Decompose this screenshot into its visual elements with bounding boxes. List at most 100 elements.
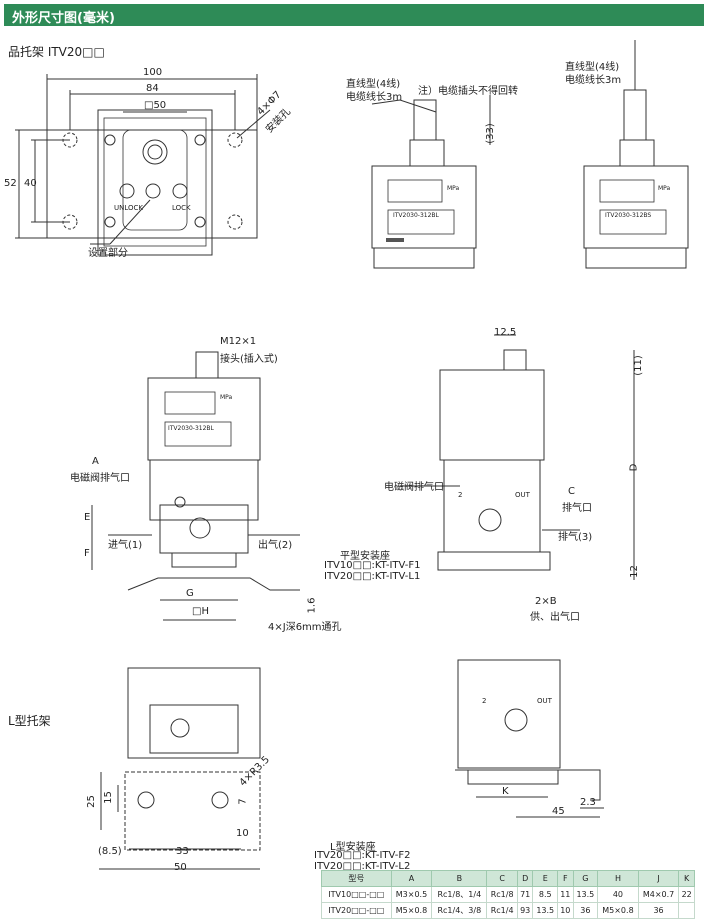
dim-12: 12 bbox=[628, 565, 640, 578]
unit-side bbox=[439, 369, 545, 461]
th-j: J bbox=[637, 870, 680, 887]
solenoid-exhaust-label: 电磁阀排气口 bbox=[384, 482, 444, 493]
th-e: E bbox=[532, 870, 559, 887]
dim-h: □H bbox=[192, 606, 209, 617]
table-cell: Rc1/8、1/4 bbox=[431, 886, 488, 903]
dim-e: E bbox=[84, 512, 91, 523]
table-cell: ITV20□□-□□ bbox=[321, 902, 392, 919]
straight-type-1: 直线型(4线) bbox=[346, 79, 401, 90]
table-cell bbox=[678, 902, 695, 919]
dim-40: 40 bbox=[24, 178, 37, 189]
port-b-text: 供、出气口 bbox=[530, 612, 580, 623]
inlet-label: 进气(1) bbox=[108, 540, 143, 551]
header-bar: 外形尺寸图(毫米) bbox=[4, 4, 704, 26]
dim-10: 10 bbox=[236, 828, 249, 839]
connector-label: 接头(插入式) bbox=[220, 354, 278, 365]
mpa-3: MPa bbox=[220, 394, 233, 401]
port-a-text: 电磁阀排气口 bbox=[70, 473, 130, 484]
dimension-table: 型号 A B C D E F G H J K ITV10□□-□□ M3×0.5… bbox=[321, 870, 695, 919]
port-out-l: OUT bbox=[537, 697, 552, 705]
lock-label: LOCK bbox=[172, 204, 191, 212]
th-f: F bbox=[557, 870, 574, 887]
table-cell: 13.5 bbox=[572, 886, 599, 903]
th-d: D bbox=[516, 870, 534, 887]
dim-100: 100 bbox=[143, 67, 163, 78]
dim-45: 45 bbox=[552, 806, 565, 817]
l-mount-model-2: ITV20□□:KT-ITV-L2 bbox=[314, 861, 411, 872]
table-cell: Rc1/4 bbox=[486, 902, 518, 919]
dim-k: K bbox=[502, 786, 509, 797]
table-cell: 8.5 bbox=[532, 886, 559, 903]
dim-7: 7 bbox=[237, 798, 249, 805]
dim-50b: 50 bbox=[174, 862, 187, 873]
cable-length-1: 电缆线长3m bbox=[346, 92, 403, 103]
flat-mount-model-1: ITV10□□:KT-ITV-F1 bbox=[324, 560, 421, 571]
table-row: ITV20□□-□□ M5×0.8 Rc1/4、3/8 Rc1/4 93 13.… bbox=[321, 902, 695, 919]
model-3: ITV2030-312BL bbox=[168, 425, 214, 432]
table-cell: ITV10□□-□□ bbox=[321, 886, 392, 903]
th-a: A bbox=[390, 870, 433, 887]
port-2-side: 2 bbox=[458, 491, 463, 499]
unlock-label: UNLOCK bbox=[114, 204, 143, 212]
port-c-text: 排气口 bbox=[562, 503, 592, 514]
body-outline bbox=[97, 109, 213, 256]
dim-11: (11) bbox=[632, 355, 644, 376]
table-cell: 71 bbox=[516, 886, 534, 903]
table-cell: 10 bbox=[557, 902, 574, 919]
l-mount-model-1: ITV20□□:KT-ITV-F2 bbox=[314, 850, 411, 861]
table-cell: M3×0.5 bbox=[390, 886, 433, 903]
mpa-1: MPa bbox=[447, 185, 460, 192]
model-2: ITV2030-312BS bbox=[605, 212, 652, 219]
th-model: 型号 bbox=[321, 870, 392, 887]
dim-25: 25 bbox=[85, 795, 97, 808]
dim-d: D bbox=[628, 463, 640, 472]
dim-15: 15 bbox=[102, 791, 114, 804]
table-cell: M5×0.8 bbox=[390, 902, 433, 919]
exhaust-3-label: 排气(3) bbox=[558, 532, 593, 543]
model-1: ITV2030-312BL bbox=[393, 212, 439, 219]
flat-mount-label: 平型安装座 bbox=[340, 551, 390, 562]
setting-label: 设置部分 bbox=[88, 248, 128, 259]
table-header-row: 型号 A B C D E F G H J K bbox=[321, 870, 695, 887]
m12-label: M12×1 bbox=[220, 336, 257, 347]
table-cell: 11 bbox=[557, 886, 574, 903]
table-cell: 36 bbox=[637, 902, 680, 919]
table-cell: 40 bbox=[597, 886, 639, 903]
dim-33: (33) bbox=[484, 123, 496, 144]
port-2b: 2×B bbox=[535, 596, 557, 607]
unit-front bbox=[147, 377, 261, 461]
table-row: ITV10□□-□□ M3×0.5 Rc1/8、1/4 Rc1/8 71 8.5… bbox=[321, 886, 695, 903]
unit-top-middle bbox=[371, 165, 477, 249]
th-k: K bbox=[678, 870, 695, 887]
port-out-side: OUT bbox=[515, 491, 530, 499]
table-cell: Rc1/8 bbox=[486, 886, 518, 903]
cable-length-2: 电缆线长3m bbox=[565, 75, 622, 86]
mpa-2: MPa bbox=[658, 185, 671, 192]
dim-12-5: 12.5 bbox=[494, 327, 517, 338]
port-a: A bbox=[92, 456, 99, 467]
section-bracket-l: L型托架 bbox=[8, 714, 51, 728]
table-cell: 13.5 bbox=[532, 902, 559, 919]
dim-1-6: 1.6 bbox=[306, 597, 318, 614]
dim-2-3: 2.3 bbox=[580, 797, 596, 808]
table-cell: 22 bbox=[678, 886, 695, 903]
outlet-label: 出气(2) bbox=[258, 540, 293, 551]
dim-84: 84 bbox=[146, 83, 159, 94]
port-c: C bbox=[568, 486, 575, 497]
th-c: C bbox=[486, 870, 518, 887]
table-cell: M5×0.8 bbox=[597, 902, 639, 919]
flat-mount-model-2: ITV20□□:KT-ITV-L1 bbox=[324, 571, 421, 582]
l-unit-side bbox=[457, 659, 561, 769]
unit-top-right bbox=[583, 165, 689, 249]
l-mount-label: L型安装座 bbox=[330, 842, 376, 853]
th-g: G bbox=[572, 870, 599, 887]
page-title: 外形尺寸图(毫米) bbox=[12, 11, 115, 26]
th-b: B bbox=[431, 870, 488, 887]
dim-g: G bbox=[186, 588, 194, 599]
straight-type-2: 直线型(4线) bbox=[565, 62, 620, 73]
dim-33b: 33 bbox=[176, 846, 189, 857]
cable-note: 注）电缆插头不得回转 bbox=[418, 86, 518, 97]
section-bracket-pin: 品托架 ITV20□□ bbox=[8, 45, 105, 59]
table-cell: Rc1/4、3/8 bbox=[431, 902, 488, 919]
